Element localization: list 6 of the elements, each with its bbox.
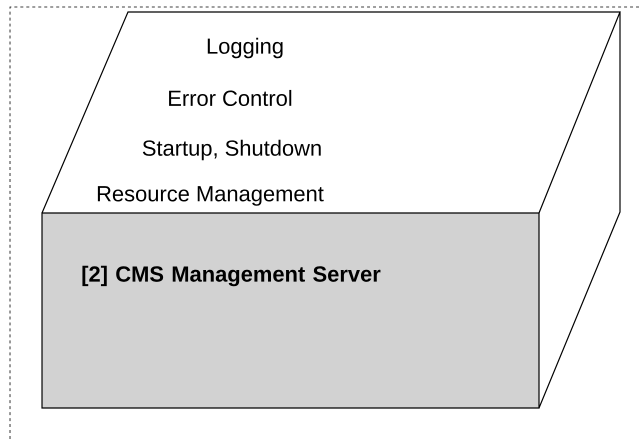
top-face-text: Logging [208, 38, 283, 58]
top-face-text: Startup, Shutdown [142, 140, 321, 160]
top-face-text: Resource Management [98, 186, 324, 206]
cuboid-drawing [41, 11, 621, 409]
top-face-text: Error Control [169, 90, 292, 106]
front-face-label: [2] CMS Management Server [82, 266, 380, 286]
